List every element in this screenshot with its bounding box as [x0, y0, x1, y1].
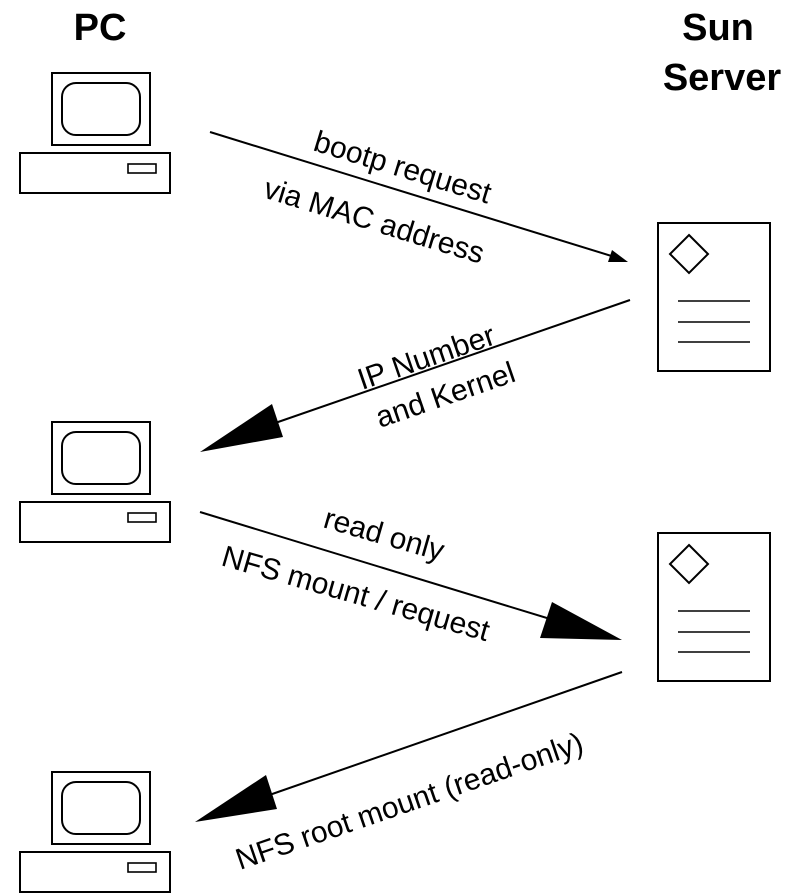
arrow-nfs-mount-request — [199, 511, 622, 640]
pc-computer-2 — [19, 421, 171, 543]
sun-server-2 — [657, 532, 771, 682]
sun-server-1 — [657, 222, 771, 372]
pc-header: PC — [74, 7, 127, 49]
label-read-only: read only — [320, 502, 448, 568]
server-header-line1: Sun — [682, 7, 754, 49]
server-header-line2: Server — [663, 57, 782, 99]
arrow-nfs-root-mount — [195, 671, 623, 822]
pc-computer-3 — [19, 771, 171, 893]
arrow-ip-kernel — [200, 299, 631, 452]
label-nfs-root-mount: NFS root mount (read-only) — [232, 727, 588, 877]
label-nfs-mount-request: NFS mount / request — [218, 540, 494, 648]
arrow-bootp-request — [209, 131, 628, 262]
pc-computer-1 — [19, 72, 171, 194]
